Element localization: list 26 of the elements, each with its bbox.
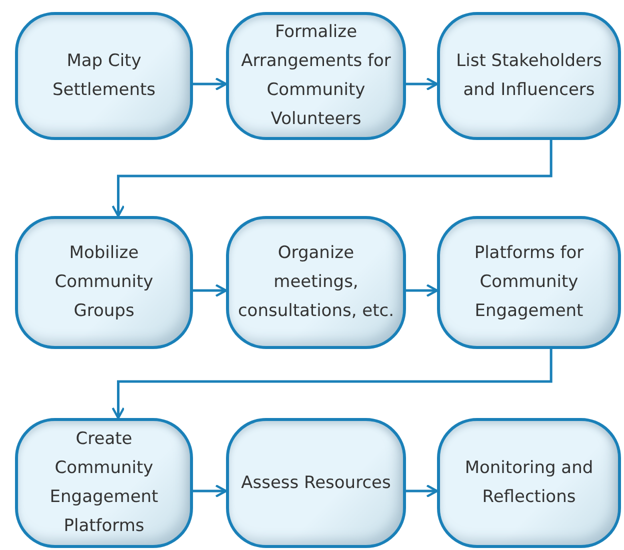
process-box — [226, 418, 406, 548]
process-box — [15, 12, 193, 140]
process-box — [226, 216, 406, 349]
step-label: Monitoring and Reflections — [464, 458, 594, 507]
arrow — [112, 140, 552, 218]
process-box — [437, 12, 621, 140]
step-label: Mobilize Community Groups — [54, 243, 154, 321]
step-label: Organize meetings, consultations, etc. — [238, 243, 394, 321]
arrow — [406, 77, 438, 91]
arrow — [406, 284, 438, 298]
step-label: Map City Settlements — [52, 51, 156, 100]
step-label: List Stakeholders and Influencers — [456, 51, 602, 100]
process-box — [437, 216, 621, 349]
arrow — [112, 349, 552, 420]
process-box — [15, 216, 193, 349]
arrow — [193, 284, 228, 298]
step-label: Formalize Arrangements for Community Volunteers — [241, 22, 391, 129]
process-box — [15, 418, 193, 548]
step-label: Platforms for Community Engagement — [474, 243, 584, 321]
arrow — [406, 484, 438, 498]
step-label: Create Community Engagement Platforms — [50, 429, 158, 536]
arrow — [193, 484, 228, 498]
step-label: Assess Resources — [241, 472, 391, 492]
process-box — [226, 12, 406, 140]
arrow — [193, 77, 228, 91]
process-box — [437, 418, 621, 548]
